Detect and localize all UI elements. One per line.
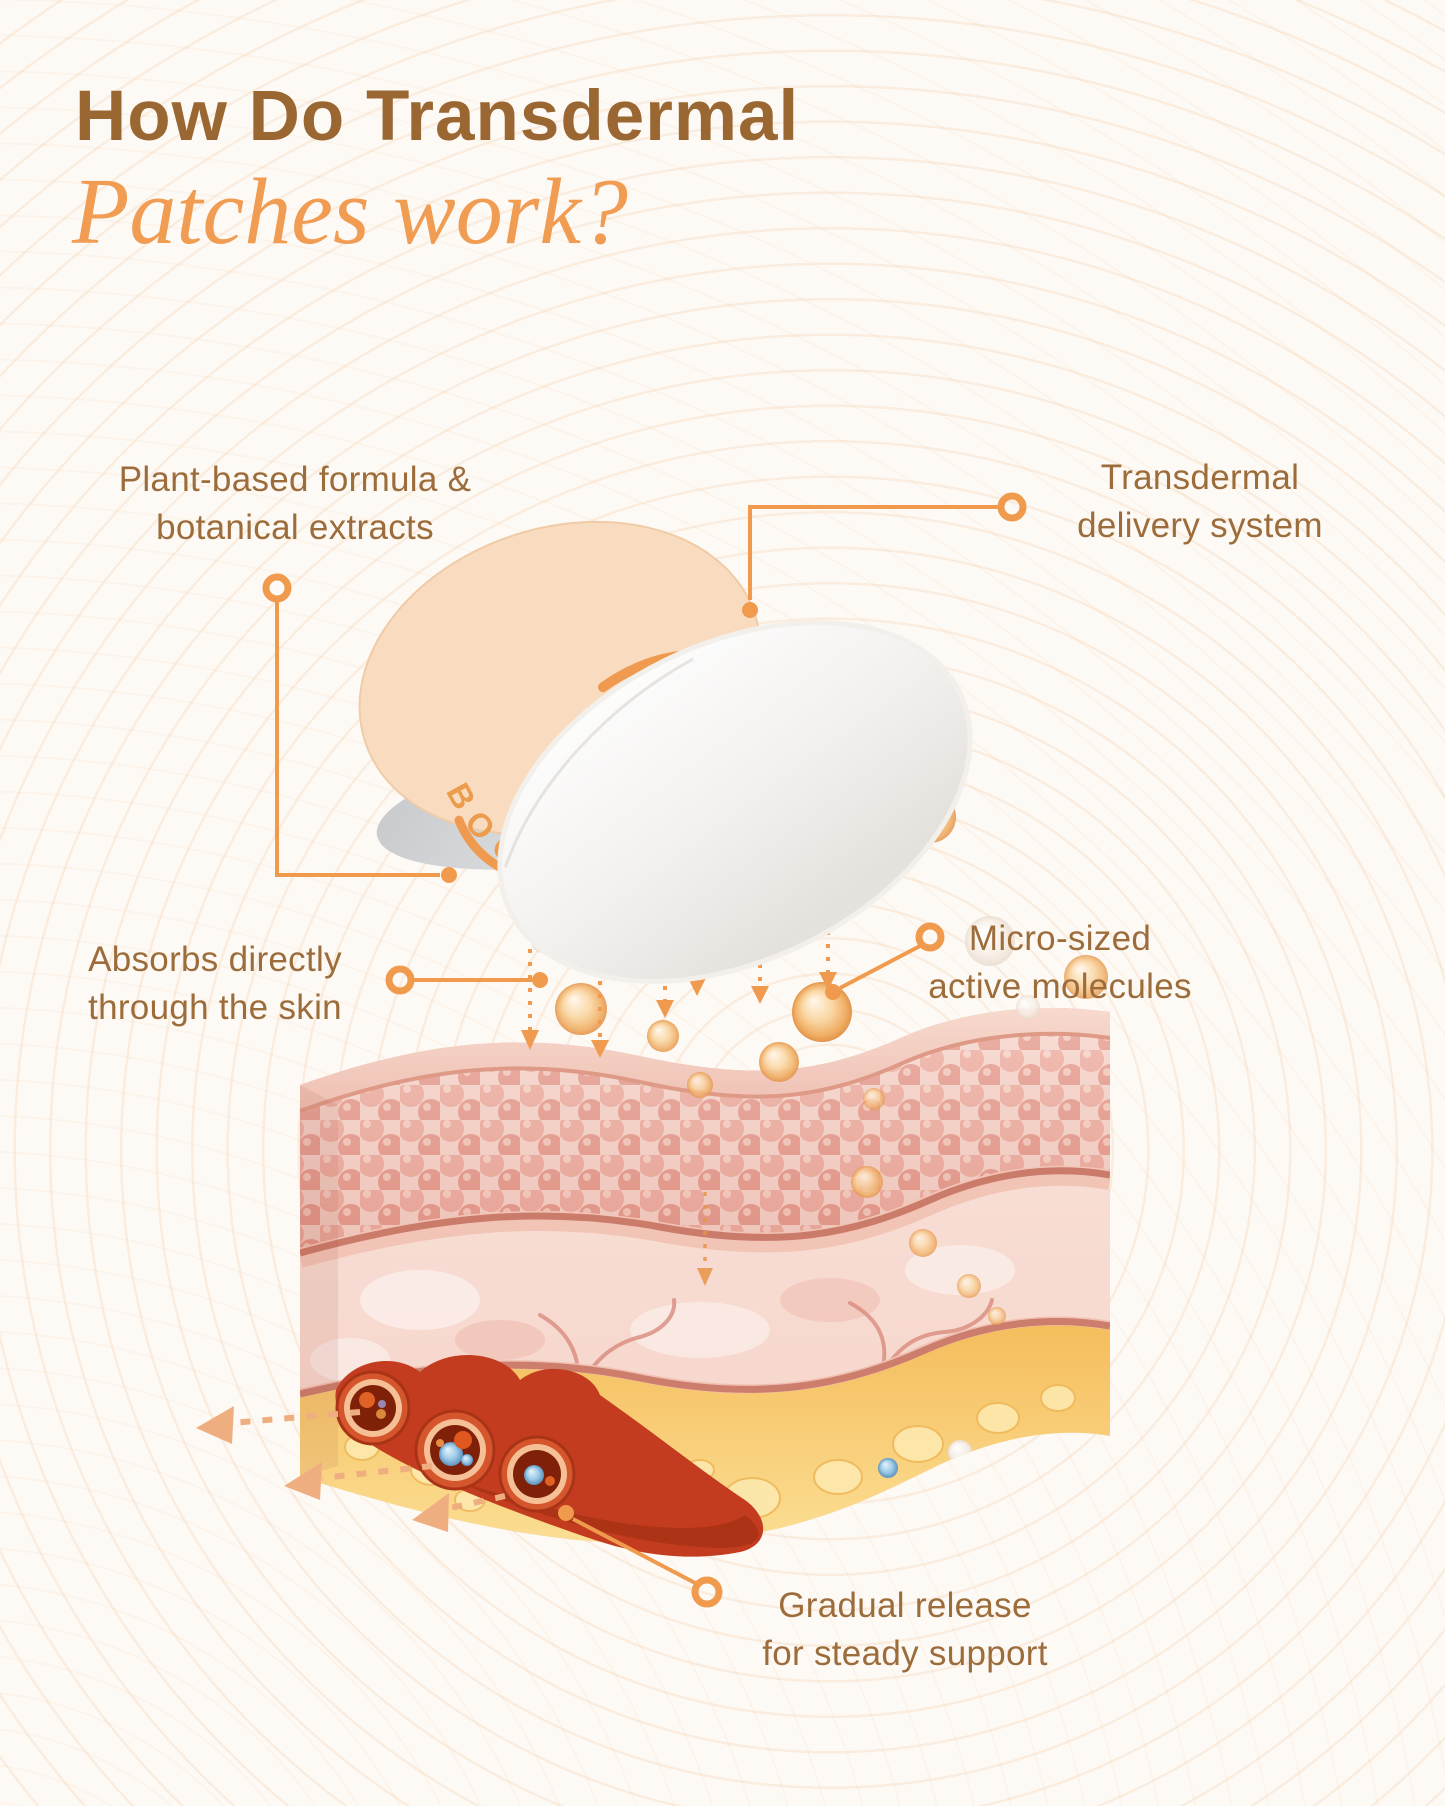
release-connector-line: [572, 1517, 700, 1587]
dermis-diffusion-arrow: [697, 1192, 713, 1286]
absorb-connector-dot: [532, 972, 548, 988]
basale-band: [300, 1165, 1110, 1268]
callout-micro-sized-molecules: Micro-sized active molecules: [880, 915, 1240, 1011]
callout-transdermal-delivery: Transdermal delivery system: [1028, 454, 1372, 550]
surface-edge-line: [300, 1031, 1110, 1113]
callout-plant-line1: Plant-based formula &: [118, 460, 472, 499]
callout-delivery-line1: Transdermal: [1100, 458, 1300, 497]
block-left-shading: [300, 1085, 338, 1477]
plant-connector-dot: [441, 867, 457, 883]
delivery-connector-ring: [997, 492, 1027, 522]
plant-connector-ring: [262, 573, 292, 603]
callout-absorb-line2: through the skin: [88, 988, 342, 1027]
fat-droplet-white: [948, 1440, 972, 1464]
page-title-line1: How Do Transdermal: [75, 77, 800, 156]
release-flow-arrows: [196, 1406, 506, 1532]
delivery-connector-line: [748, 505, 998, 600]
callout-absorbs-directly: Absorbs directly through the skin: [40, 936, 390, 1032]
vessel-shadow: [430, 1470, 759, 1548]
release-connector-ring: [691, 1576, 723, 1608]
callout-release-line2: for steady support: [762, 1634, 1048, 1673]
absorb-connector-ring: [385, 965, 415, 995]
callout-absorb-line1: Absorbs directly: [88, 940, 342, 979]
callout-micro-line2: active molecules: [928, 967, 1192, 1006]
vessel-tube-3: [498, 1435, 576, 1513]
vessel-tube-2: [414, 1409, 496, 1491]
callout-delivery-line2: delivery system: [1077, 506, 1323, 545]
patch-backing-peel: [497, 620, 973, 984]
blood-vessels: [196, 1354, 764, 1557]
callout-plant-line2: botanical extracts: [156, 508, 434, 547]
callout-plant-based-formula: Plant-based formula & botanical extracts: [43, 456, 547, 552]
micro-connector-line: [839, 944, 921, 990]
callout-gradual-release: Gradual release for steady support: [703, 1582, 1107, 1678]
micro-connector-dot: [825, 984, 841, 1000]
vessel-tube-1: [335, 1370, 411, 1446]
patch-assembly: BOOST PATCH: [358, 520, 973, 984]
release-connector-dot: [558, 1505, 574, 1521]
callout-release-line1: Gradual release: [778, 1586, 1032, 1625]
callout-micro-line1: Micro-sized: [968, 919, 1152, 958]
callout-connectors: [262, 492, 1027, 1608]
page-title-line2: Patches work?: [72, 160, 629, 264]
delivery-connector-dot: [742, 602, 758, 618]
fat-droplet-blue: [878, 1458, 898, 1478]
plant-connector-line: [275, 602, 440, 877]
micro-connector-ring: [915, 922, 945, 952]
